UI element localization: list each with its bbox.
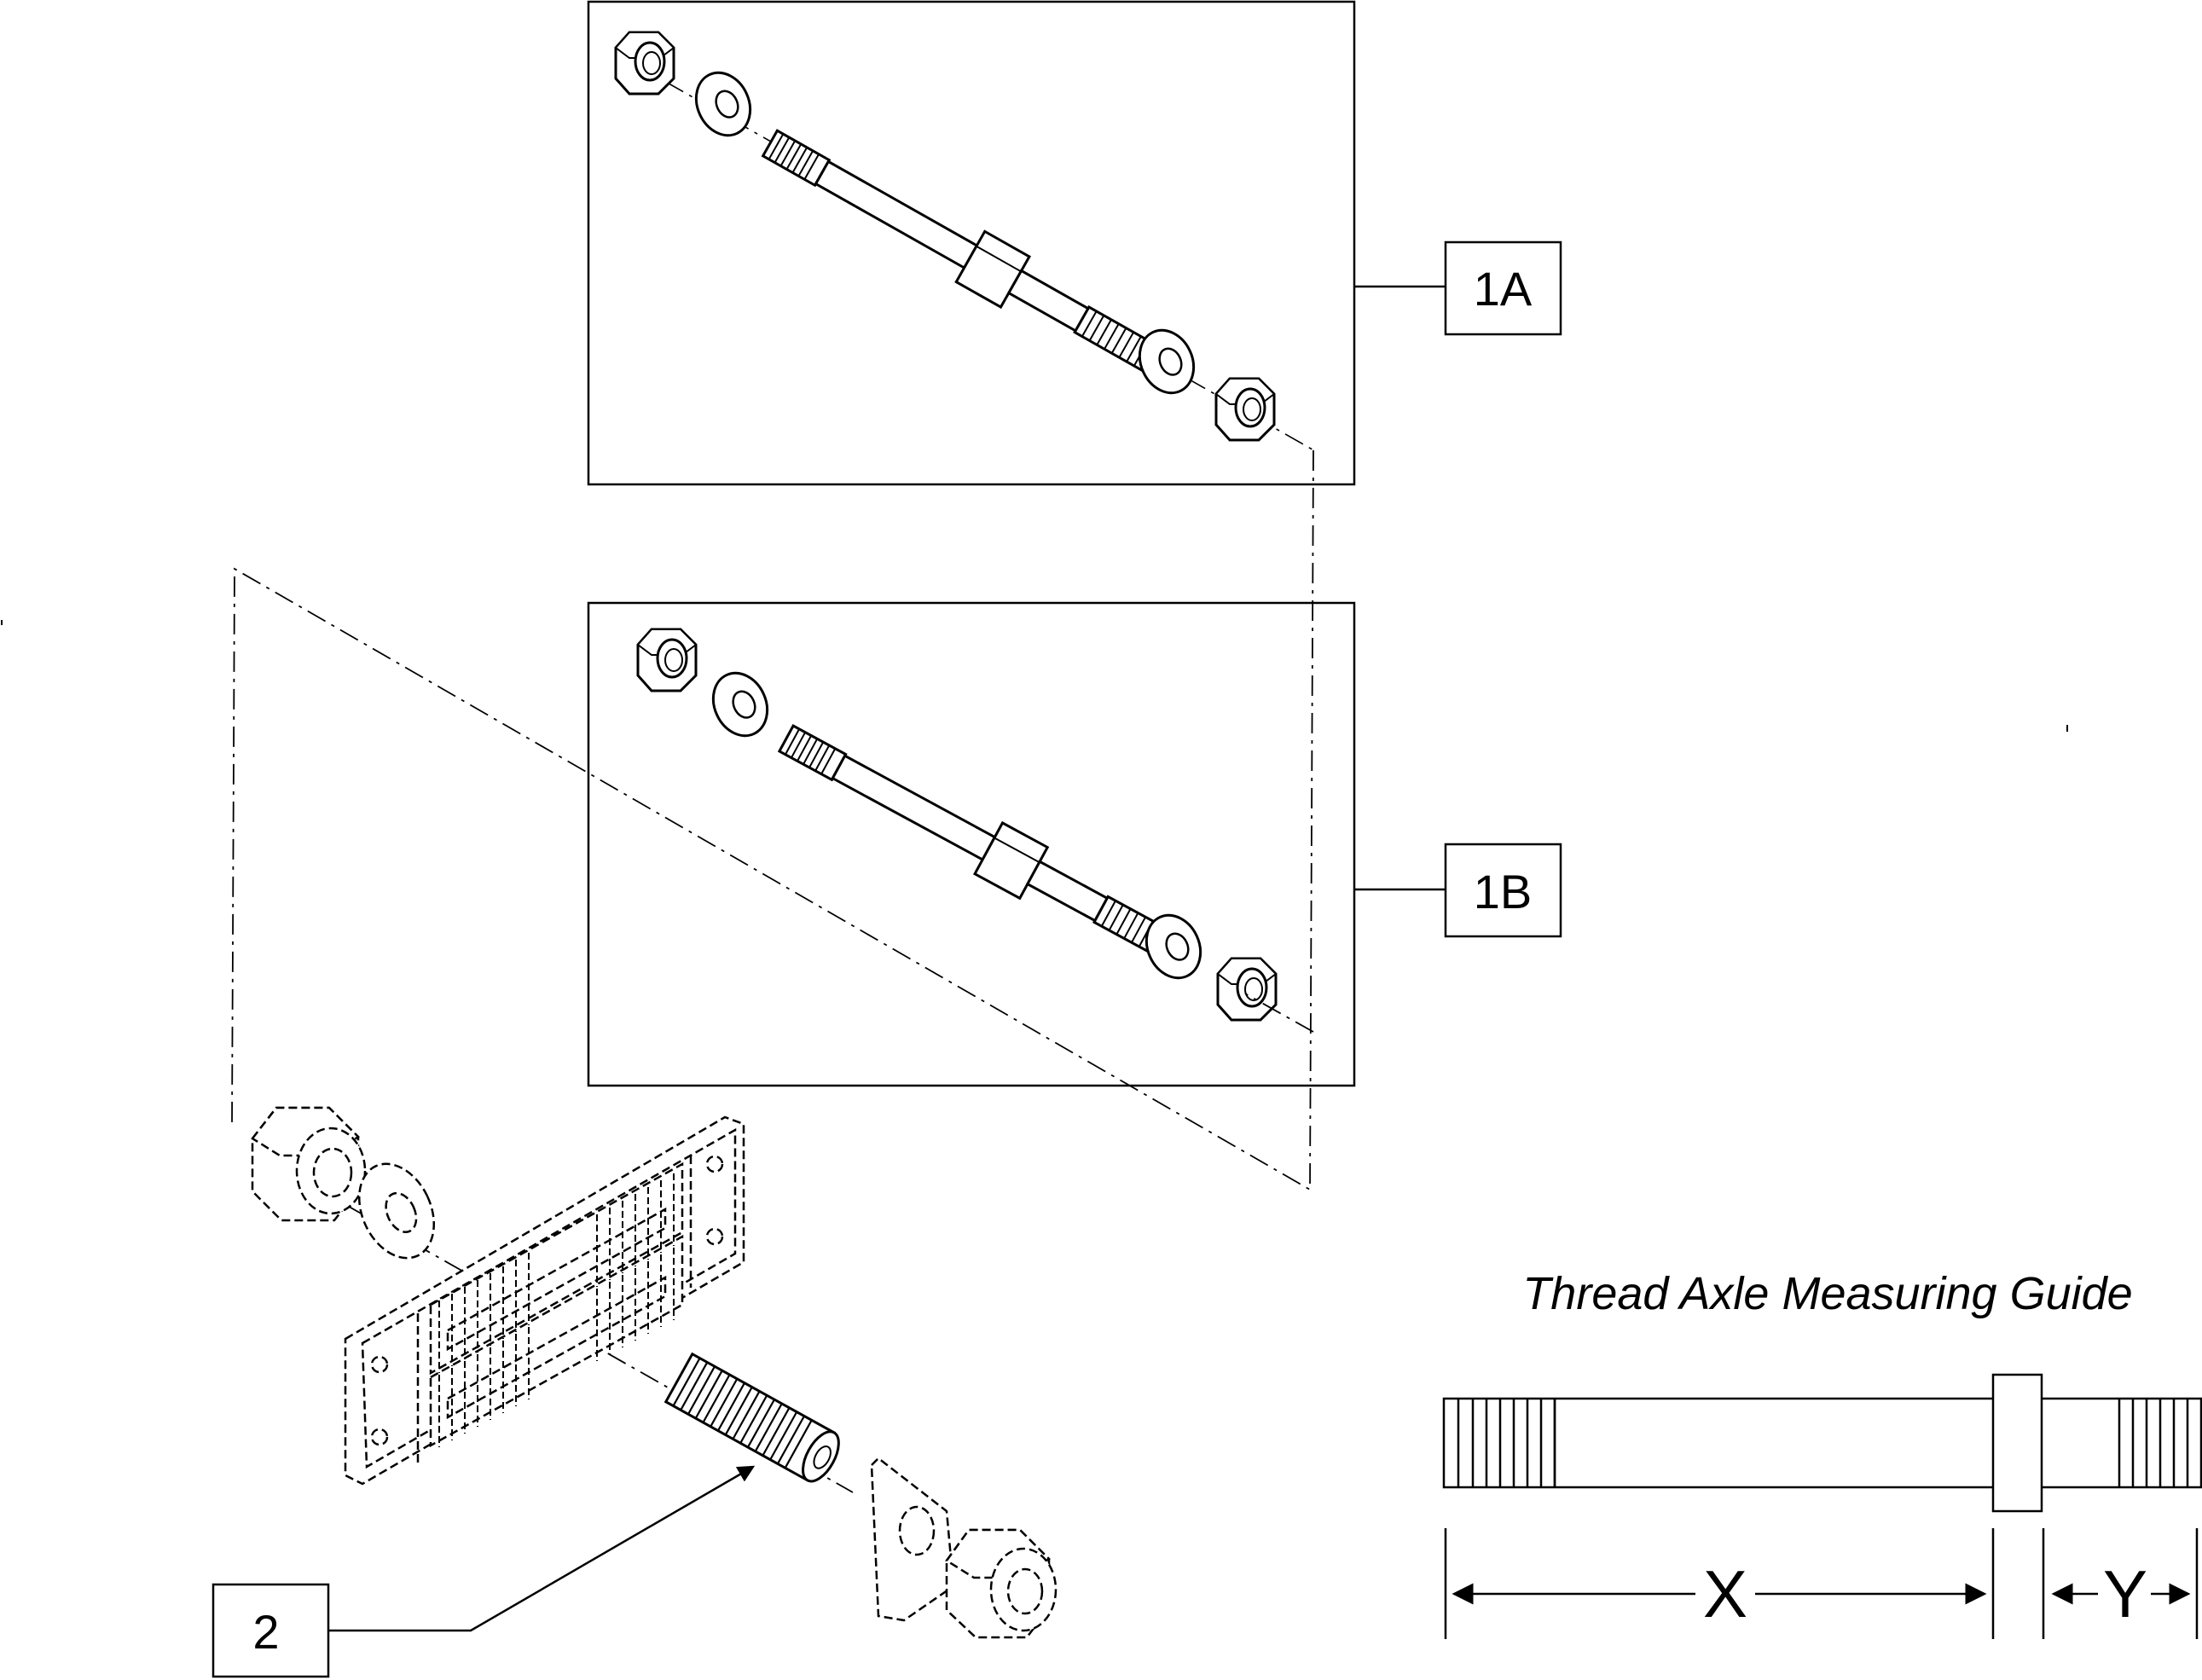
hex-nut-icon bbox=[614, 31, 675, 96]
assembly-1a-panel bbox=[587, 0, 1356, 486]
callout-2: 2 bbox=[212, 1465, 756, 1678]
guide-title: Thread Axle Measuring Guide bbox=[1522, 1268, 2132, 1319]
plate-fin-hatching bbox=[438, 1173, 675, 1447]
callout-1b: 1B bbox=[1354, 843, 1562, 938]
guide-axle-drawing bbox=[1442, 1373, 2202, 1513]
callout-1a-label: 1A bbox=[1474, 262, 1533, 316]
callout-2-label: 2 bbox=[252, 1605, 279, 1659]
lock-nut-icon bbox=[1214, 377, 1276, 442]
hex-nut-icon bbox=[636, 628, 698, 692]
bracket-and-nut bbox=[870, 1457, 1058, 1639]
dimension-x-label: X bbox=[1703, 1556, 1747, 1631]
dimension-y-label: Y bbox=[2103, 1556, 2147, 1631]
threaded-insert-icon bbox=[663, 1352, 840, 1483]
thread-axle-measuring-guide: Thread Axle Measuring Guide X Y bbox=[1442, 1268, 2202, 1639]
assembly-1b-panel bbox=[587, 601, 1356, 1087]
lock-nut-icon bbox=[1216, 957, 1278, 1022]
mounting-plate-assembly bbox=[251, 1106, 745, 1486]
guide-dimension-lines bbox=[1444, 1528, 2199, 1639]
callout-1a: 1A bbox=[1354, 240, 1562, 336]
callout-1b-label: 1B bbox=[1474, 865, 1533, 918]
